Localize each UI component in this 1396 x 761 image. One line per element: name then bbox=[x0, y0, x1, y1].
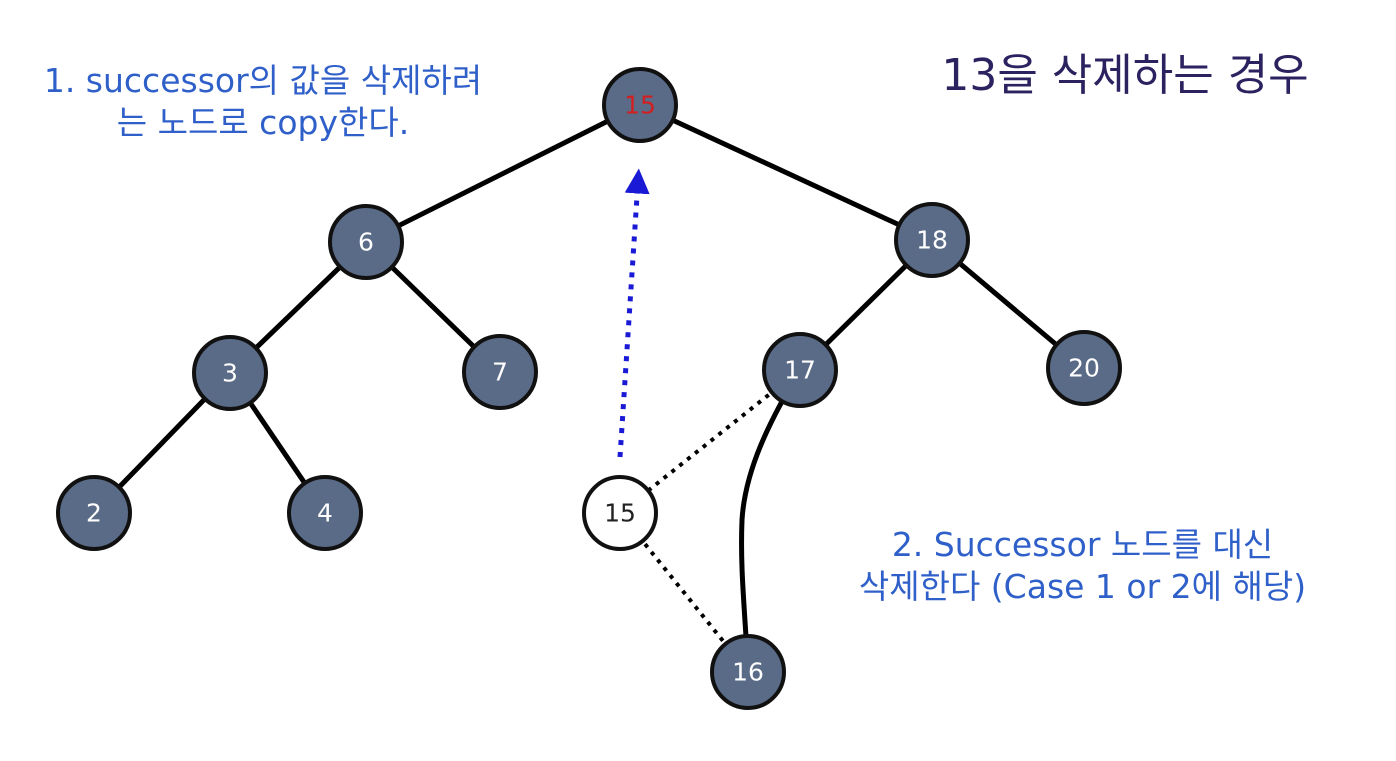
step1-caption: 1. successor의 값을 삭제하려 는 노드로 copy한다. bbox=[8, 60, 518, 144]
edge-n17-n16 bbox=[739, 367, 803, 675]
node-label: 4 bbox=[317, 499, 333, 528]
step1-caption-line2: 는 노드로 copy한다. bbox=[116, 103, 410, 142]
node-label: 15 bbox=[604, 499, 636, 528]
node-circle bbox=[710, 634, 786, 710]
node-circle bbox=[328, 204, 404, 280]
nodes-layer: 15 6 18 3 7 17 20 2 4 15 16 bbox=[56, 67, 1122, 710]
tree-node-17: 17 bbox=[762, 332, 838, 408]
edge-n15-n18 bbox=[637, 102, 935, 243]
edge-n15-n6 bbox=[363, 102, 643, 245]
node-circle bbox=[582, 475, 658, 551]
page-title: 13을 삭제하는 경우 bbox=[941, 50, 1309, 101]
arrow-layer bbox=[617, 168, 650, 458]
node-label: 7 bbox=[492, 358, 508, 387]
tree-node-6: 6 bbox=[328, 204, 404, 280]
node-circle bbox=[602, 67, 678, 143]
tree-node-7: 7 bbox=[462, 334, 538, 410]
tree-node-4: 4 bbox=[287, 475, 363, 551]
node-circle bbox=[287, 475, 363, 551]
node-label: 17 bbox=[784, 356, 816, 385]
node-label: 20 bbox=[1068, 354, 1100, 383]
tree-node-18: 18 bbox=[894, 202, 970, 278]
node-label: 18 bbox=[916, 226, 948, 255]
tree-node-15: 15 bbox=[602, 67, 678, 143]
tree-node-2: 2 bbox=[56, 475, 132, 551]
node-circle bbox=[1046, 330, 1122, 406]
node-circle bbox=[894, 202, 970, 278]
tree-node-15: 15 bbox=[582, 475, 658, 551]
node-circle bbox=[192, 335, 268, 411]
node-circle bbox=[762, 332, 838, 408]
node-label: 2 bbox=[86, 499, 102, 528]
node-label: 3 bbox=[222, 359, 238, 388]
step2-caption-line1: 2. Successor 노드를 대신 bbox=[891, 525, 1274, 564]
edge-n17-n15b bbox=[618, 368, 802, 515]
node-circle bbox=[462, 334, 538, 410]
node-label: 16 bbox=[732, 658, 764, 687]
tree-node-3: 3 bbox=[192, 335, 268, 411]
tree-node-20: 20 bbox=[1046, 330, 1122, 406]
step1-caption-line1: 1. successor의 값을 삭제하려 bbox=[43, 61, 483, 100]
copy-arrow bbox=[617, 168, 650, 458]
step2-caption-line2: 삭제한다 (Case 1 or 2에 해당) bbox=[858, 567, 1307, 606]
node-label: 15 bbox=[624, 91, 656, 120]
step2-caption: 2. Successor 노드를 대신 삭제한다 (Case 1 or 2에 해… bbox=[810, 524, 1355, 608]
node-circle bbox=[56, 475, 132, 551]
tree-node-16: 16 bbox=[710, 634, 786, 710]
node-label: 6 bbox=[358, 228, 374, 257]
